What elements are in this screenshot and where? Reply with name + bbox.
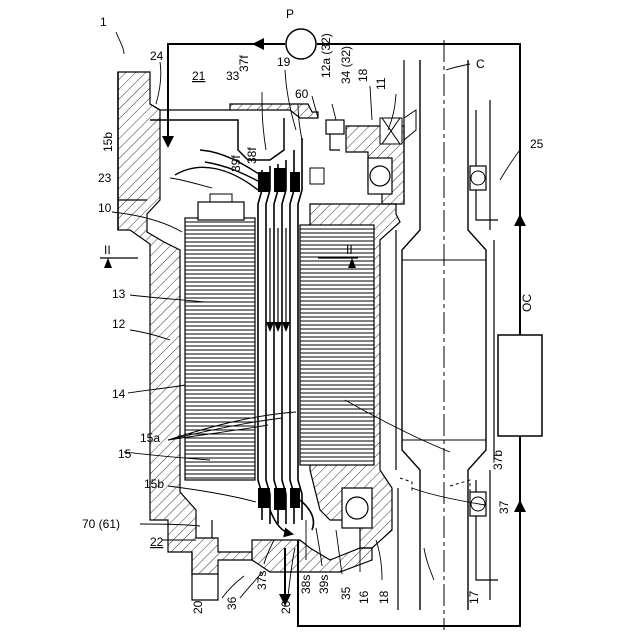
- label-II-left: II: [104, 243, 111, 257]
- label-37f: 37f: [237, 55, 251, 72]
- label-37b: 37b: [491, 450, 505, 470]
- label-17: 17: [467, 590, 481, 604]
- label-39f: 39f: [229, 155, 243, 172]
- label-18-bottom: 18: [377, 590, 391, 604]
- rotor-shaft: [396, 40, 498, 630]
- label-60: 60: [295, 87, 309, 101]
- label-15a: 15a: [140, 431, 160, 445]
- stator-core-outer: [185, 194, 255, 480]
- label-10: 10: [98, 201, 112, 215]
- flow-arrow-icon: [252, 38, 264, 50]
- label-13: 13: [112, 287, 126, 301]
- label-16: 16: [357, 590, 371, 604]
- label-34-32: 34 (32): [339, 46, 353, 84]
- label-12a-32: 12a (32): [319, 33, 333, 78]
- flow-arrow-icon: [514, 500, 526, 512]
- label-37s: 37s: [255, 571, 269, 590]
- label-19: 19: [277, 55, 291, 69]
- label-15b-top: 15b: [101, 132, 115, 152]
- label-70-61: 70 (61): [82, 517, 120, 531]
- label-39s: 39s: [317, 575, 331, 594]
- label-C: C: [476, 57, 485, 71]
- label-1: 1: [100, 15, 107, 29]
- label-11: 11: [374, 77, 388, 90]
- label-25: 25: [530, 137, 544, 151]
- label-38f: 38f: [245, 147, 259, 164]
- label-18-top: 18: [356, 68, 370, 82]
- label-20: 20: [191, 600, 205, 614]
- bottom-bearing: [342, 488, 486, 528]
- label-24: 24: [150, 49, 164, 63]
- flow-arrow-icon: [162, 136, 174, 148]
- label-12: 12: [112, 317, 126, 331]
- label-15b-bottom: 15b: [144, 477, 164, 491]
- oil-cooler-box: [498, 335, 542, 436]
- label-P: P: [286, 7, 294, 21]
- label-14: 14: [112, 387, 126, 401]
- label-23: 23: [98, 171, 112, 185]
- flow-arrow-icon: [514, 214, 526, 226]
- pump-icon: [286, 29, 316, 59]
- label-OC: OC: [520, 294, 534, 312]
- label-36: 36: [225, 596, 239, 610]
- section-marker-left: [100, 258, 138, 268]
- label-II-right: II: [346, 243, 353, 257]
- label-22: 22: [150, 535, 164, 549]
- label-38s: 38s: [299, 575, 313, 594]
- label-26: 26: [279, 600, 293, 614]
- label-21: 21: [192, 69, 206, 83]
- label-35: 35: [339, 586, 353, 600]
- stator-core-inner: [300, 225, 374, 465]
- label-15: 15: [118, 447, 132, 461]
- label-37: 37: [497, 500, 511, 514]
